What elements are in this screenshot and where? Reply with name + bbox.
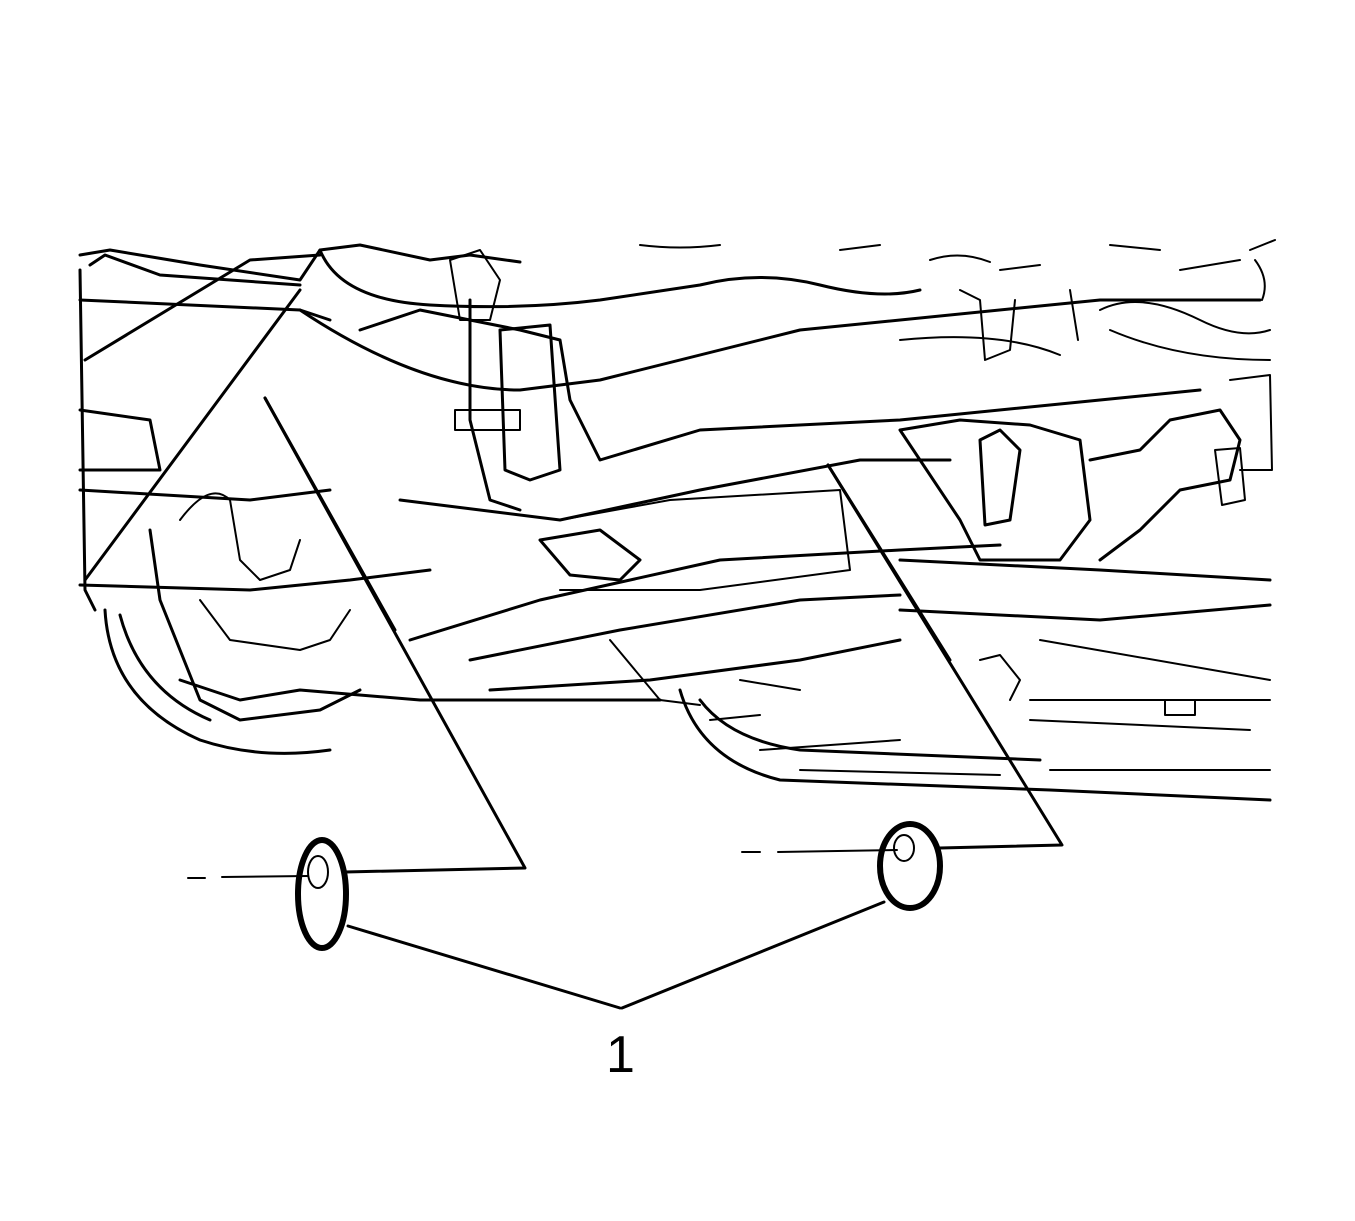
leader-wedges: [263, 396, 1064, 874]
vehicle-underbody: [78, 239, 1276, 802]
callout-leaders: [346, 900, 886, 1010]
callout-label-1: 1: [606, 1026, 635, 1084]
plug-right: [741, 821, 943, 911]
plug-left: [187, 837, 349, 951]
